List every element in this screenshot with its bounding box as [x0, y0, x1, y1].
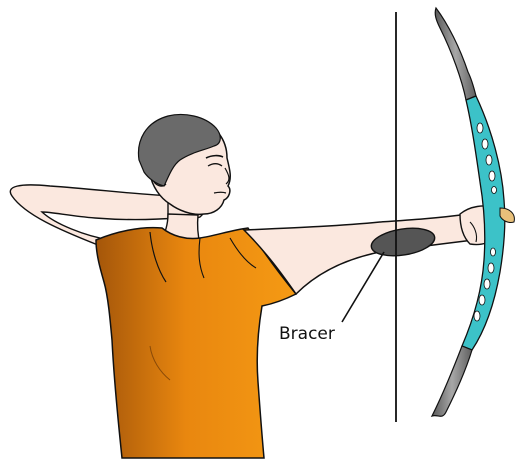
bracer-label: Bracer [279, 324, 335, 344]
